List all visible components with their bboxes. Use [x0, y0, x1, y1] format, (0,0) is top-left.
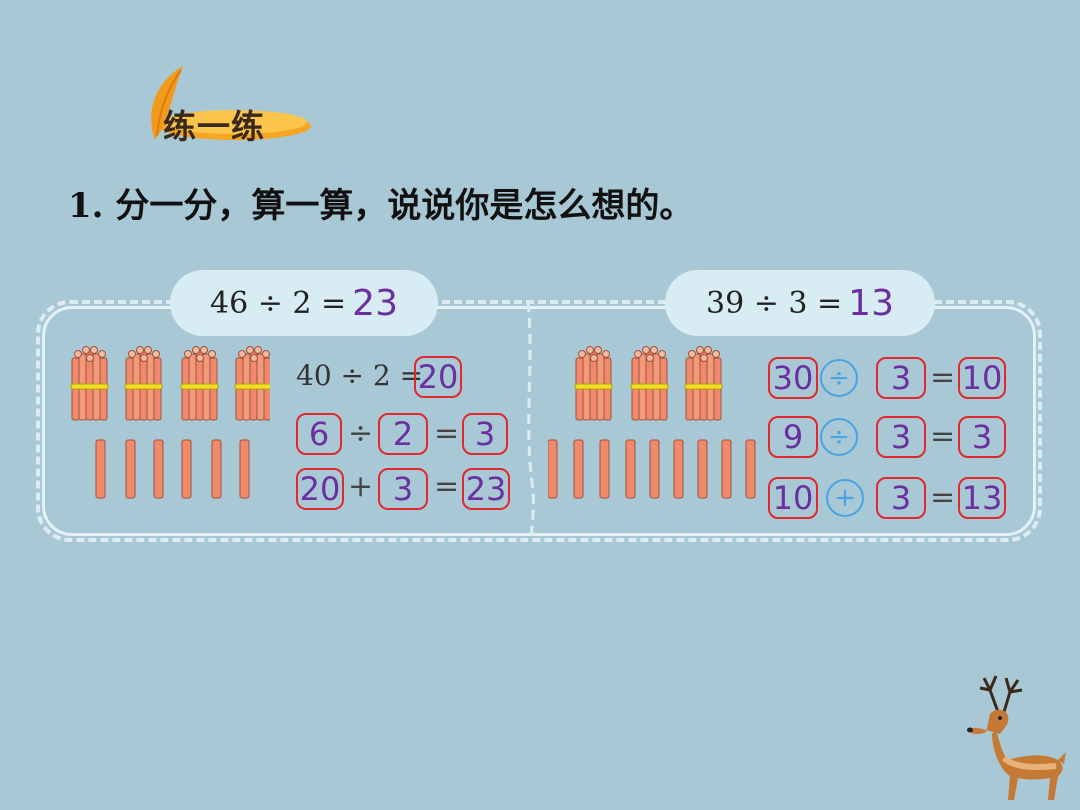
right-step2-op: ÷: [820, 418, 858, 456]
right-step1-result: 10: [958, 357, 1006, 399]
right-step1-a: 30: [768, 357, 818, 399]
left-step1-expr: 40 ÷ 2 =: [296, 359, 424, 392]
right-problem: 39 ÷ 3 =: [706, 285, 843, 321]
left-step1-result: 20: [414, 356, 462, 398]
panel-divider: [526, 302, 535, 542]
right-step2-a: 9: [768, 416, 818, 458]
right-step3-result: 13: [958, 477, 1006, 519]
right-step1-eq: =: [930, 360, 956, 395]
right-step3-a: 10: [768, 477, 818, 519]
section-title: 练一练: [163, 107, 265, 146]
left-step3-b: 3: [378, 468, 428, 510]
left-step2-eq: =: [434, 416, 460, 451]
left-step3-eq: =: [434, 469, 460, 504]
left-step2-a: 6: [296, 413, 342, 455]
right-step2-eq: =: [930, 419, 956, 454]
question-text: 1. 分一分，算一算，说说你是怎么想的。: [68, 186, 694, 226]
left-step2-result: 3: [462, 413, 508, 455]
left-answer: 23: [352, 282, 398, 324]
left-step2-op: ÷: [348, 416, 374, 451]
feather-badge-icon: [151, 66, 311, 140]
deer-icon: [967, 675, 1066, 800]
right-step3-eq: =: [930, 480, 956, 515]
right-step3-op: +: [826, 479, 864, 517]
right-step3-b: 3: [876, 477, 926, 519]
left-step2-b: 2: [378, 413, 428, 455]
right-step2-result: 3: [958, 416, 1006, 458]
left-step3-result: 23: [462, 468, 510, 510]
left-problem: 46 ÷ 2 =: [210, 285, 347, 321]
left-bundles-icon: [70, 346, 270, 499]
left-step3-op: +: [348, 469, 374, 504]
right-step1-b: 3: [876, 357, 926, 399]
right-step1-op: ÷: [820, 359, 858, 397]
exercise-panel-inner: [42, 306, 1036, 536]
left-problem-pill: 46 ÷ 2 = 23: [170, 270, 438, 336]
right-answer: 13: [848, 282, 894, 324]
right-problem-pill: 39 ÷ 3 = 13: [665, 270, 935, 336]
exercise-panel: [36, 300, 1042, 542]
right-bundles-icon: [548, 346, 756, 499]
right-step2-b: 3: [876, 416, 926, 458]
left-step3-a: 20: [296, 468, 344, 510]
